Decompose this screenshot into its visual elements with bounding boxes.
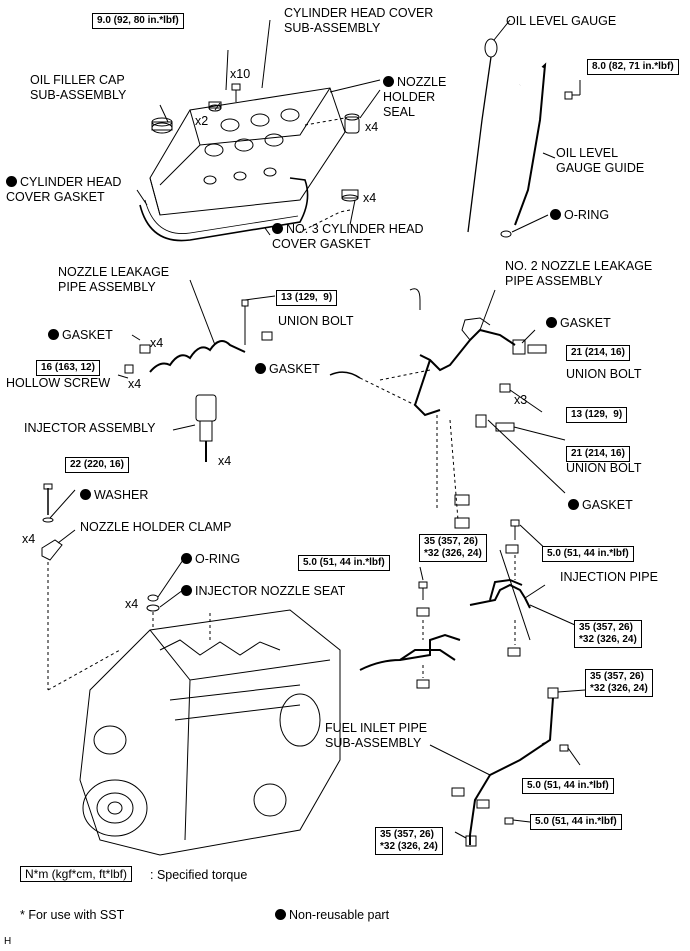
torque-box-8: 22 (220, 16) (65, 457, 129, 473)
torque-box-13: 35 (357, 26) *32 (326, 24) (585, 669, 653, 697)
nozzle-leakage-pipe-drawing (117, 279, 276, 379)
label-oil-filler-cap: OIL FILLER CAP SUB-ASSEMBLY (30, 73, 127, 102)
label-nozzle-leakage-pipe: NOZZLE LEAKAGE PIPE ASSEMBLY (58, 265, 170, 294)
label-hollow-screw: HOLLOW SCREW (6, 376, 111, 390)
label-oil-level-gauge-guide: OIL LEVEL GAUGE GUIDE (556, 146, 645, 175)
qty-x4-washer: x4 (22, 532, 36, 546)
label-gasket-4: GASKET (568, 498, 633, 513)
torque-box-10: 5.0 (51, 44 in.*lbf) (542, 546, 634, 562)
fuel-inlet-pipe-drawing (429, 687, 586, 847)
label-no2-nozzle-leakage-pipe: NO. 2 NOZZLE LEAKAGE PIPE ASSEMBLY (505, 259, 653, 288)
label-nozzle-holder-clamp: NOZZLE HOLDER CLAMP (80, 520, 232, 534)
qty-x4-gasket: x4 (150, 336, 164, 350)
non-reusable-dot-icon (568, 499, 579, 510)
torque-box-15: 5.0 (51, 44 in.*lbf) (530, 814, 622, 830)
qty-x10: x10 (230, 67, 251, 81)
label-union-bolt-3: UNION BOLT (566, 461, 642, 475)
torque-box-11: 5.0 (51, 44 in.*lbf) (298, 555, 390, 571)
qty-x3: x3 (514, 393, 528, 407)
torque-box-2: 8.0 (82, 71 in.*lbf) (587, 59, 679, 75)
qty-x4-seal: x4 (365, 120, 379, 134)
oil-filler-cap-drawing (151, 117, 173, 134)
label-nozzle-holder-seal: NOZZLE HOLDER SEAL (383, 75, 447, 119)
label-injector-assembly: INJECTOR ASSEMBLY (24, 421, 156, 435)
torque-box-14: 5.0 (51, 44 in.*lbf) (522, 778, 614, 794)
qty-x4-oring: x4 (125, 597, 139, 611)
legend-sst-note: * For use with SST (20, 908, 125, 922)
legend-unit-desc: : Specified torque (150, 868, 248, 882)
label-gasket-3: GASKET (546, 316, 611, 331)
label-gasket-1: GASKET (48, 328, 113, 343)
torque-box-7: 21 (214, 16) (566, 446, 630, 462)
torque-box-16: 35 (357, 26) *32 (326, 24) (375, 827, 443, 855)
qty-x4-injector: x4 (218, 454, 232, 468)
label-injector-nozzle-seat: INJECTOR NOZZLE SEAT (181, 584, 345, 599)
torque-box-12: 35 (357, 26) *32 (326, 24) (574, 620, 642, 648)
clamp-drawing (41, 483, 121, 691)
qty-x4-no3: x4 (363, 191, 377, 205)
torque-box-4: 16 (163, 12) (36, 360, 100, 376)
torque-box-6: 13 (129, 9) (566, 407, 628, 423)
label-union-bolt-1: UNION BOLT (278, 314, 354, 328)
cylinder-head-cover-drawing (136, 19, 381, 242)
torque-box-5: 21 (214, 16) (566, 345, 630, 361)
label-o-ring-1: O-RING (550, 208, 609, 223)
non-reusable-dot-icon (272, 223, 283, 234)
non-reusable-dot-icon (546, 317, 557, 328)
head-cover-bolts (208, 83, 241, 112)
qty-x2: x2 (195, 114, 209, 128)
non-reusable-dot-icon (255, 363, 266, 374)
label-washer: WASHER (80, 488, 148, 503)
qty-x4-hollow: x4 (128, 377, 142, 391)
no2-leakage-pipe-drawing (329, 288, 566, 529)
oil-level-gauge-drawing (467, 19, 581, 238)
non-reusable-dot-icon (48, 329, 59, 340)
non-reusable-dot-icon (181, 585, 192, 596)
non-reusable-dot-icon (275, 909, 286, 920)
torque-box-3: 13 (129, 9) (276, 290, 338, 306)
label-o-ring-2: O-RING (181, 552, 240, 567)
nozzle-holder-seal-drawing (341, 89, 381, 226)
non-reusable-dot-icon (80, 489, 91, 500)
label-union-bolt-2: UNION BOLT (566, 367, 642, 381)
non-reusable-dot-icon (383, 76, 394, 87)
torque-box-1: 9.0 (92, 80 in.*lbf) (92, 13, 184, 29)
legend-unit-box: N*m (kgf*cm, ft*lbf) (20, 866, 133, 882)
non-reusable-dot-icon (181, 553, 192, 564)
label-cyl-head-cover-gasket: CYLINDER HEAD COVER GASKET (6, 175, 122, 204)
label-gasket-2: GASKET (255, 362, 320, 377)
o-ring-seat-drawing (146, 559, 184, 640)
torque-box-9: 35 (357, 26) *32 (326, 24) (419, 534, 487, 562)
label-fuel-inlet-pipe: FUEL INLET PIPE SUB-ASSEMBLY (325, 721, 428, 750)
injection-pipe-drawing (359, 519, 576, 689)
label-oil-level-gauge: OIL LEVEL GAUGE (506, 14, 617, 28)
engine-block-drawing (79, 609, 341, 856)
label-cylinder-head-cover: CYLINDER HEAD COVER SUB-ASSEMBLY (284, 6, 434, 35)
non-reusable-dot-icon (550, 209, 561, 220)
corner-mark: H (4, 936, 12, 947)
label-no3-gasket: NO. 3 CYLINDER HEAD COVER GASKET (272, 222, 424, 251)
label-injection-pipe: INJECTION PIPE (560, 570, 658, 584)
injector-assembly-drawing (172, 394, 217, 462)
non-reusable-dot-icon (6, 176, 17, 187)
legend-non-reusable: Non-reusable part (275, 908, 389, 923)
